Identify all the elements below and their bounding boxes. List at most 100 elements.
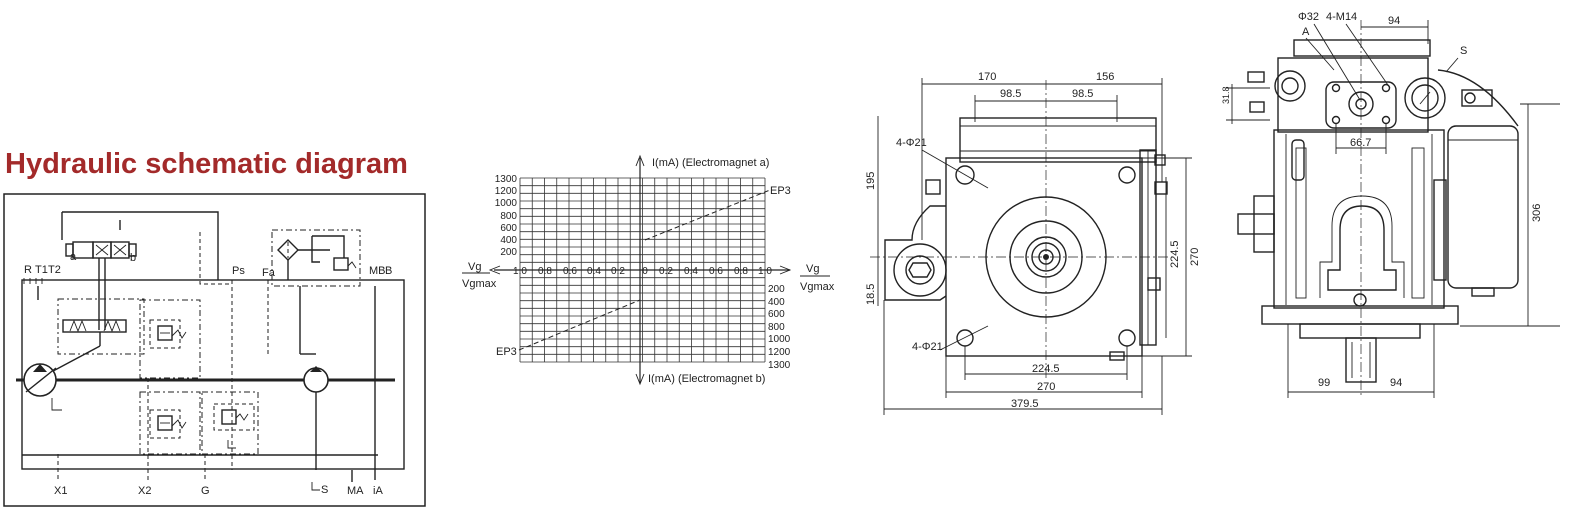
control-block-boundary (57, 298, 145, 355)
dim-224-5-bottom: 224.5 (1032, 363, 1060, 375)
side-base-flange (1261, 305, 1459, 325)
dim-195: 195 (865, 172, 877, 190)
y-tick-bottom-label: 200 (768, 284, 785, 295)
port-S: S (321, 484, 328, 496)
x-tick-label: 0.2 (611, 266, 625, 277)
dim-156: 156 (1096, 71, 1114, 83)
port-G: G (201, 485, 210, 497)
y-tick-top-label: 1200 (495, 186, 518, 197)
x-tick-label: 0.4 (684, 266, 698, 277)
chart-ticks: 1300120010008006004002002004006008001000… (495, 174, 791, 371)
x-tick-label: 0.8 (538, 266, 552, 277)
dim-98-5-left: 98.5 (1000, 88, 1021, 100)
y-axis-bottom-label: I(mA) (Electromagnet b) (648, 373, 765, 385)
front-top-housing (959, 117, 1157, 163)
valve-block-boundary-1 (139, 299, 201, 379)
ep3-curve-top (644, 189, 771, 241)
y-tick-bottom-label: 800 (768, 322, 785, 333)
dim-270-vertical: 270 (1189, 248, 1201, 266)
filter-block-boundary (271, 229, 361, 287)
side-gauge (1404, 77, 1446, 119)
x-label-left-num: Vg (468, 261, 481, 273)
y-tick-bottom-label: 400 (768, 297, 785, 308)
y-axis-top-label: I(mA) (Electromagnet a) (652, 157, 769, 169)
dim-holes-top: 4-Φ21 (896, 137, 927, 149)
dim-379-5: 379.5 (1011, 398, 1039, 410)
x-tick-label: 0 (642, 266, 648, 277)
chart-grid (519, 177, 766, 363)
port-X1: X1 (54, 485, 67, 497)
solenoid-valve (65, 241, 137, 330)
valve-block-boundary-2 (139, 391, 201, 455)
ep3-label-top: EP3 (770, 185, 791, 197)
dim-31-8: 31.8 (1221, 86, 1231, 104)
pump-front-view: 170 156 98.5 98.5 4-Φ21 4-Φ21 195 18.5 2… (865, 71, 1201, 415)
page-title: Hydraulic schematic diagram (5, 148, 408, 180)
port-iA: iA (373, 485, 383, 497)
y-tick-top-label: 1000 (495, 198, 518, 209)
x-tick-label: 0.2 (659, 266, 673, 277)
dim-66-7: 66.7 (1350, 137, 1371, 149)
relief-valve-2 (149, 409, 187, 439)
side-housing-window (1327, 205, 1397, 291)
dim-224-5-vertical: 224.5 (1169, 240, 1181, 268)
front-side-valve (884, 205, 947, 301)
dim-d32: Φ32 (1298, 11, 1319, 23)
bolt-hole-br (1118, 329, 1136, 347)
pump-side-view: Φ32 4-M14 94 A S 31.8 66.7 306 99 94 (1221, 11, 1560, 398)
port-T2: T2 (48, 264, 61, 276)
port-label-A: A (1302, 26, 1310, 38)
port-b: b (130, 252, 136, 264)
dim-94-bottom: 94 (1390, 377, 1402, 389)
x-tick-label: 0.6 (709, 266, 723, 277)
x-label-right-den: Vgmax (800, 281, 835, 293)
port-X2: X2 (138, 485, 151, 497)
relief-valve-1 (149, 319, 187, 349)
port-label-S: S (1460, 45, 1467, 57)
x-label-left-den: Vgmax (462, 278, 497, 290)
side-main-housing (1273, 129, 1445, 309)
port-B: B (385, 265, 392, 277)
valve-block-boundary-3 (201, 391, 259, 455)
port-T1: T1 (35, 264, 48, 276)
dim-306: 306 (1531, 204, 1543, 222)
main-circuit-line (21, 279, 405, 470)
port-Ps: Ps (232, 265, 245, 277)
dim-270-bottom: 270 (1037, 381, 1055, 393)
ep3-curve-bottom (518, 299, 641, 351)
port-MB: MB (369, 265, 386, 277)
dim-170: 170 (978, 71, 996, 83)
schematic-frame (3, 193, 426, 507)
hydraulic-schematic: R T1 T2 a b Ps Fa MB B X1 X2 G S MA iA (3, 193, 426, 507)
y-tick-bottom-label: 1300 (768, 360, 791, 371)
dim-94-top: 94 (1388, 15, 1400, 27)
pilot-line-top (62, 211, 219, 280)
x-tick-label: 1.0 (513, 266, 527, 277)
bolt-hole-tr (1118, 166, 1136, 184)
y-tick-bottom-label: 600 (768, 309, 785, 320)
y-tick-bottom-label: 1000 (768, 334, 791, 345)
y-tick-top-label: 600 (500, 223, 517, 234)
dim-99: 99 (1318, 377, 1330, 389)
x-tick-label: 0.8 (734, 266, 748, 277)
ep3-label-bottom: EP3 (496, 346, 517, 358)
side-top-plate (1293, 39, 1431, 57)
y-tick-top-label: 1300 (495, 174, 518, 185)
y-tick-top-label: 200 (500, 247, 517, 258)
x-tick-label: 1.0 (758, 266, 772, 277)
port-MA: MA (347, 485, 364, 497)
side-filter-canister (1447, 125, 1519, 289)
y-tick-top-label: 400 (500, 235, 517, 246)
characteristic-chart: I(mA) (Electromagnet a) I(mA) (Electroma… (462, 154, 835, 386)
x-tick-label: 0.6 (563, 266, 577, 277)
port-R: R (24, 264, 32, 276)
relief-valve-3 (213, 403, 255, 449)
x-label-right-num: Vg (806, 263, 819, 275)
dim-4-m14: 4-M14 (1326, 11, 1357, 23)
y-tick-bottom-label: 1200 (768, 347, 791, 358)
port-Fa: Fa (262, 267, 276, 279)
y-tick-top-label: 800 (500, 211, 517, 222)
dim-98-5-right: 98.5 (1072, 88, 1093, 100)
filter-symbol (277, 235, 357, 280)
